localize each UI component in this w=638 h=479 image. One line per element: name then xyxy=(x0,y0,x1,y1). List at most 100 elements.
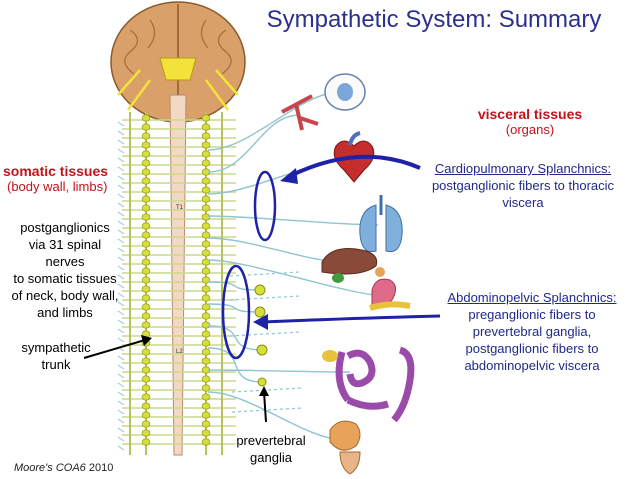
chain-ganglion xyxy=(201,303,211,311)
chain-ganglion xyxy=(141,123,151,131)
preganglionic-fiber xyxy=(229,295,301,301)
chain-ganglion xyxy=(201,267,211,275)
prevertebral-line-1: prevertebral xyxy=(236,433,306,448)
chain-ganglion xyxy=(141,276,151,284)
chain-ganglion xyxy=(141,375,151,383)
chain-ganglion xyxy=(141,204,151,212)
somatic-nerve-branch xyxy=(117,364,125,370)
somatic-nerve-branch xyxy=(117,391,125,397)
chain-ganglion xyxy=(201,177,211,185)
postganglionics-line-2: via 31 spinal xyxy=(28,237,102,252)
somatic-nerve-branch xyxy=(117,283,125,289)
somatic-nerve-branch xyxy=(117,355,125,361)
somatic-nerve-branch xyxy=(117,382,125,388)
chain-ganglion xyxy=(141,177,151,185)
abdominopelvic-line-2: prevertebral ganglia, xyxy=(472,324,592,339)
chain-ganglion xyxy=(201,132,211,140)
somatic-nerve-branch xyxy=(117,427,125,433)
cardiopulmonary-arrow xyxy=(289,154,421,178)
cardiopulmonary-highlight-oval xyxy=(253,170,277,242)
chain-ganglion xyxy=(141,231,151,239)
sympathetic-chains xyxy=(129,112,223,455)
chain-ganglion xyxy=(201,420,211,428)
chain-ganglion xyxy=(141,312,151,320)
chain-ganglion xyxy=(201,393,211,401)
somatic-nerve-branch xyxy=(117,292,125,298)
chain-ganglion xyxy=(141,348,151,356)
somatic-tissues-block: somatic tissues (body wall, limbs) xyxy=(3,163,133,194)
trunk-line-1: sympathetic xyxy=(21,340,91,355)
chain-ganglion xyxy=(141,393,151,401)
credit-book: Moore's COA6 xyxy=(14,462,86,474)
chain-ganglion xyxy=(201,312,211,320)
chain-ganglion xyxy=(201,249,211,257)
organ-illustrations xyxy=(281,73,415,475)
chain-ganglion xyxy=(141,213,151,221)
pelvic-organs-illustration xyxy=(329,420,361,451)
chain-ganglion xyxy=(141,168,151,176)
chain-ganglion xyxy=(201,141,211,149)
liver-illustration xyxy=(321,248,378,275)
sympathetic-trunk-label: sympathetic trunk xyxy=(16,339,96,373)
chain-ganglion xyxy=(141,141,151,149)
chain-ganglion xyxy=(201,114,211,122)
somatic-nerve-branch xyxy=(117,202,125,208)
postganglionics-line-4: to somatic tissues xyxy=(13,271,117,286)
chain-ganglion xyxy=(141,402,151,410)
prevertebral-line-2: ganglia xyxy=(250,450,292,465)
heart-illustration xyxy=(333,140,375,183)
somatic-nerve-branch xyxy=(117,274,125,280)
spinal-nerve-ladder xyxy=(117,119,236,451)
visceral-fiber xyxy=(207,114,301,173)
somatic-nerve-branch xyxy=(117,310,125,316)
cardiopulmonary-splanchnics-block: Cardiopulmonary Splanchnics: postganglio… xyxy=(420,160,626,211)
preganglionic-fiber xyxy=(231,387,303,393)
chain-ganglion xyxy=(141,222,151,230)
chain-ganglion xyxy=(201,429,211,437)
brain-illustration xyxy=(110,1,246,123)
visceral-fiber xyxy=(207,303,261,313)
preganglionic-fiber xyxy=(229,331,301,337)
postganglionics-line-5: of neck, body wall, xyxy=(11,288,119,303)
abdominopelvic-arrow xyxy=(261,314,441,324)
chain-ganglion xyxy=(141,132,151,140)
chain-ganglion xyxy=(201,285,211,293)
visceral-tissues-heading: visceral tissues xyxy=(477,106,583,122)
chain-ganglion xyxy=(201,222,211,230)
chain-ganglion xyxy=(141,267,151,275)
somatic-nerve-branch xyxy=(117,373,125,379)
chain-ganglion xyxy=(141,186,151,194)
somatic-nerve-branch xyxy=(117,184,125,190)
chain-ganglion xyxy=(201,123,211,131)
pancreas-illustration xyxy=(369,301,411,311)
prevertebral-highlight-oval xyxy=(221,264,251,360)
chain-ganglion xyxy=(141,150,151,158)
trunk-pointer-line xyxy=(83,339,146,359)
lungs-illustration xyxy=(359,204,403,253)
chain-ganglion xyxy=(141,366,151,374)
somatic-nerve-branch xyxy=(117,121,125,127)
chain-ganglion xyxy=(141,429,151,437)
chain-ganglion xyxy=(201,195,211,203)
visceral-fiber xyxy=(207,215,379,226)
somatic-nerve-branch xyxy=(117,166,125,172)
cardiopulmonary-heading: Cardiopulmonary Splanchnics: xyxy=(434,161,612,176)
chain-ganglion xyxy=(201,384,211,392)
blood-vessel-illustration xyxy=(281,94,319,131)
prevertebral-ganglia xyxy=(254,284,268,387)
somatic-tissues-sub: (body wall, limbs) xyxy=(7,179,108,194)
chain-ganglion xyxy=(201,150,211,158)
visceral-fiber xyxy=(207,259,389,297)
visceral-fiber xyxy=(207,281,261,291)
somatic-nerve-branch xyxy=(117,247,125,253)
chain-ganglion xyxy=(141,285,151,293)
somatic-nerve-branch xyxy=(117,319,125,325)
chain-ganglion xyxy=(141,438,151,446)
spine-label-l2: L2 xyxy=(176,349,183,355)
chain-ganglion xyxy=(141,240,151,248)
somatic-nerve-branch xyxy=(117,418,125,424)
somatic-nerve-branch xyxy=(117,337,125,343)
chain-ganglion xyxy=(201,321,211,329)
chain-ganglion xyxy=(141,294,151,302)
